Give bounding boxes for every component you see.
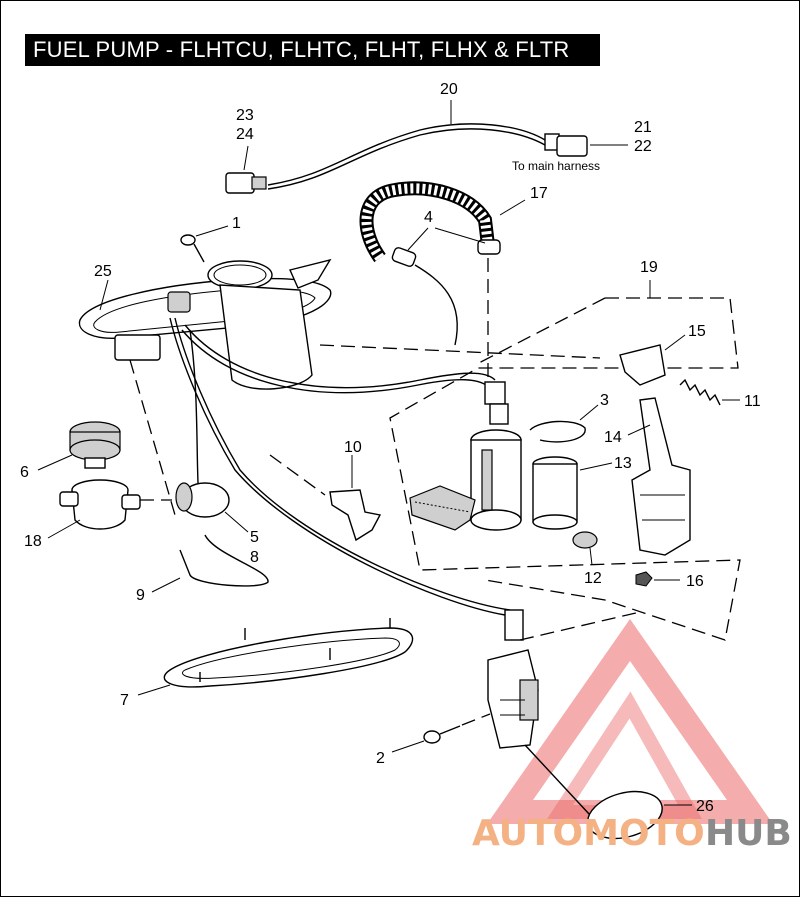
leader-14: [627, 424, 651, 436]
callout-20: 20: [440, 81, 458, 98]
connector-15: [619, 344, 666, 386]
pressure-regulator-6: [69, 421, 121, 469]
leader-18: [47, 519, 81, 539]
watermark-brand-b: HUB: [705, 813, 792, 854]
strainer: [409, 485, 476, 531]
callout-1: 1: [232, 215, 241, 232]
callout-25: 25: [94, 263, 112, 280]
watermark-brand-a: AUTOMOTO: [472, 813, 705, 854]
fuel-pump: [470, 381, 522, 531]
screw-1: [180, 234, 205, 263]
leader-7: [137, 684, 171, 696]
callout-22: 22: [634, 138, 652, 155]
pump-bracket-14: [631, 397, 691, 556]
regulator-housing-18: [59, 479, 141, 530]
nut-16: [635, 571, 653, 587]
callout-7: 7: [120, 692, 129, 709]
leader-4-b: [434, 227, 486, 244]
watermark-logo: [486, 619, 774, 824]
callout-13: 13: [614, 455, 632, 472]
callout-24: 24: [236, 126, 254, 143]
axis-plate: [319, 344, 601, 359]
leader-23-24: [243, 145, 249, 171]
leader-9: [151, 577, 181, 593]
leader-1: [195, 225, 229, 237]
wire-pump-b: [181, 329, 491, 394]
retainer-12: [572, 531, 598, 549]
leader-25: [99, 279, 109, 311]
diagram-title: FUEL PUMP - FLHTCU, FLHTC, FLHT, FLHX & …: [25, 34, 600, 66]
leader-5-8: [224, 511, 249, 533]
leader-17: [499, 199, 526, 216]
callout-15: 15: [688, 323, 706, 340]
callout-4: 4: [424, 209, 433, 226]
isolator-sleeve-13: [532, 456, 578, 530]
connector-21-22: [544, 133, 588, 157]
callout-2: 2: [376, 750, 385, 767]
callout-26: 26: [696, 798, 714, 815]
callout-23: 23: [236, 107, 254, 124]
spring-11: [679, 378, 721, 406]
callout-16: 16: [686, 573, 704, 590]
harness-20: [267, 123, 546, 186]
callout-17: 17: [530, 185, 548, 202]
screw-2: [423, 725, 461, 744]
axis-screw-2: [461, 713, 491, 726]
callout-11: 11: [744, 393, 761, 410]
wire-sender: [174, 317, 511, 611]
leader-3: [579, 404, 599, 421]
bracket-10: [329, 489, 382, 542]
main-harness-note: To main harness: [512, 159, 600, 173]
callout-19: 19: [640, 259, 658, 276]
leader-13: [579, 462, 613, 471]
clamp-4-right: [477, 239, 501, 255]
axis-bracket: [269, 454, 326, 496]
wire-sender-b: [169, 317, 506, 616]
top-plate-25: [78, 258, 332, 390]
callout-12: 12: [584, 570, 602, 587]
callout-14: 14: [604, 429, 622, 446]
clamp-4-left: [391, 247, 417, 267]
gasket-7: [163, 618, 414, 688]
corrugated-hose-17: [361, 183, 493, 261]
harness-20-b: [267, 128, 546, 190]
wire-pump: [184, 324, 496, 389]
fuel-level-sender: [487, 609, 663, 840]
leader-6: [37, 454, 73, 471]
clip-9: [179, 534, 269, 587]
leader-19-a: [474, 297, 606, 366]
callout-9: 9: [136, 587, 145, 604]
fuel-line: [414, 264, 458, 346]
leader-12: [589, 547, 593, 566]
leader-2: [391, 740, 425, 753]
axis-filter: [129, 359, 176, 516]
connector-23-24: [225, 172, 267, 194]
callout-8: 8: [250, 549, 259, 566]
callout-18: 18: [24, 533, 42, 550]
callout-21: 21: [634, 119, 652, 136]
leader-15: [664, 334, 686, 351]
callout-5: 5: [250, 529, 259, 546]
leader-4-a: [407, 227, 429, 251]
filter-5: [175, 482, 230, 518]
callout-6: 6: [20, 464, 29, 481]
callout-3: 3: [600, 392, 609, 409]
assembly-outline-19: [389, 297, 741, 641]
clamp-3: [529, 420, 586, 443]
callout-10: 10: [344, 439, 362, 456]
